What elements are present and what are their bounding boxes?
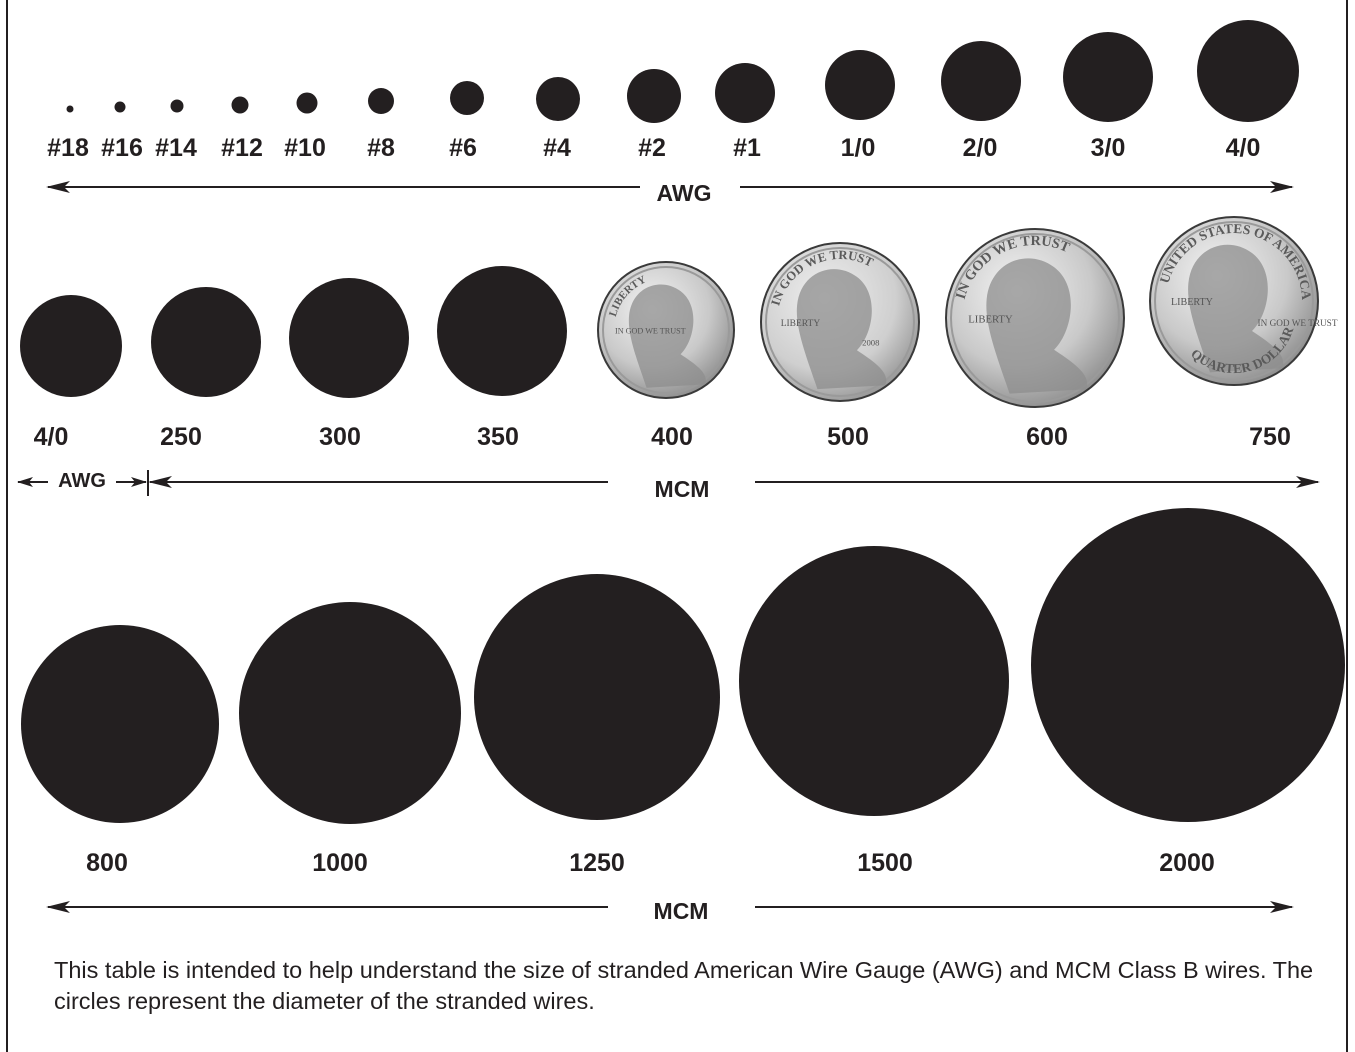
- awg-short-range-label: AWG: [58, 470, 106, 492]
- wire-g12-circle: [231, 96, 249, 114]
- explanatory-note: This table is intended to help understan…: [54, 957, 1314, 1014]
- wire-g8-circle: [368, 88, 394, 114]
- awg-4-label: #4: [543, 134, 571, 162]
- wire-1500-circle: [739, 546, 1009, 816]
- svg-text:IN GOD WE TRUST: IN GOD WE TRUST: [615, 326, 686, 335]
- wire-g16-circle: [114, 101, 126, 113]
- mcm-1000-label: 1000: [312, 849, 368, 877]
- svg-text:IN GOD WE TRUST: IN GOD WE TRUST: [1258, 318, 1338, 328]
- right-border: [1346, 0, 1348, 1052]
- awg-8-label: #8: [367, 134, 395, 162]
- awg-2-0-label: 2/0: [962, 134, 998, 162]
- svg-text:LIBERTY: LIBERTY: [1171, 297, 1214, 308]
- wire-g1-circle: [715, 63, 775, 123]
- awg-range-label: AWG: [656, 180, 712, 206]
- mcm-300-label: 300: [319, 423, 361, 451]
- wire-4-0-circle: [20, 295, 122, 397]
- wire-g18-circle: [66, 105, 74, 113]
- wire-g4-circle: [536, 77, 580, 121]
- wire-250-circle: [151, 287, 261, 397]
- wire-g6-circle: [450, 81, 484, 115]
- wire-350-circle: [437, 266, 567, 396]
- wire-2-0-circle: [941, 41, 1021, 121]
- mcm-1250-label: 1250: [569, 849, 625, 877]
- wire-800-circle: [21, 625, 219, 823]
- svg-text:LIBERTY: LIBERTY: [968, 313, 1013, 325]
- mcm-range-label-row2: MCM: [654, 476, 710, 502]
- wire-g14-circle: [170, 99, 184, 113]
- mcm-750-label: 750: [1249, 423, 1291, 451]
- wire-1250-circle: [474, 574, 720, 820]
- awg-16-label: #16: [101, 134, 143, 162]
- mcm-500-label: 500: [827, 423, 869, 451]
- svg-text:2008: 2008: [862, 338, 879, 348]
- awg-2-label: #2: [638, 134, 666, 162]
- svg-text:LIBERTY: LIBERTY: [781, 319, 821, 329]
- awg-1-label: #1: [733, 134, 761, 162]
- mcm-350-label: 350: [477, 423, 519, 451]
- mcm-600-label: 600: [1026, 423, 1068, 451]
- mcm-400-label: 400: [651, 423, 693, 451]
- wire-1000-circle: [239, 602, 461, 824]
- awg-4-0-label: 4/0: [1225, 134, 1261, 162]
- awg-10-label: #10: [284, 134, 326, 162]
- awg-1-0-label: 1/0: [840, 134, 876, 162]
- mcm-range-label-row3: MCM: [653, 898, 709, 924]
- wire-2000-circle: [1031, 508, 1345, 822]
- wire-3-0-circle: [1063, 32, 1153, 122]
- awg-12-label: #12: [221, 134, 263, 162]
- awg-18-label: #18: [47, 134, 89, 162]
- awg-6-label: #6: [449, 134, 477, 162]
- wire-300-circle: [289, 278, 409, 398]
- wire-g2-circle: [627, 69, 681, 123]
- awg-14-label: #14: [155, 134, 197, 162]
- awg-3-0-label: 3/0: [1090, 134, 1126, 162]
- row2-4-0-label: 4/0: [33, 423, 69, 451]
- wire-1-0-circle: [825, 50, 895, 120]
- left-border: [6, 0, 8, 1052]
- wire-g10-circle: [296, 92, 318, 114]
- mcm-2000-label: 2000: [1159, 849, 1215, 877]
- mcm-800-label: 800: [86, 849, 128, 877]
- wire-4-0-circle: [1197, 20, 1299, 122]
- mcm-250-label: 250: [160, 423, 202, 451]
- mcm-1500-label: 1500: [857, 849, 913, 877]
